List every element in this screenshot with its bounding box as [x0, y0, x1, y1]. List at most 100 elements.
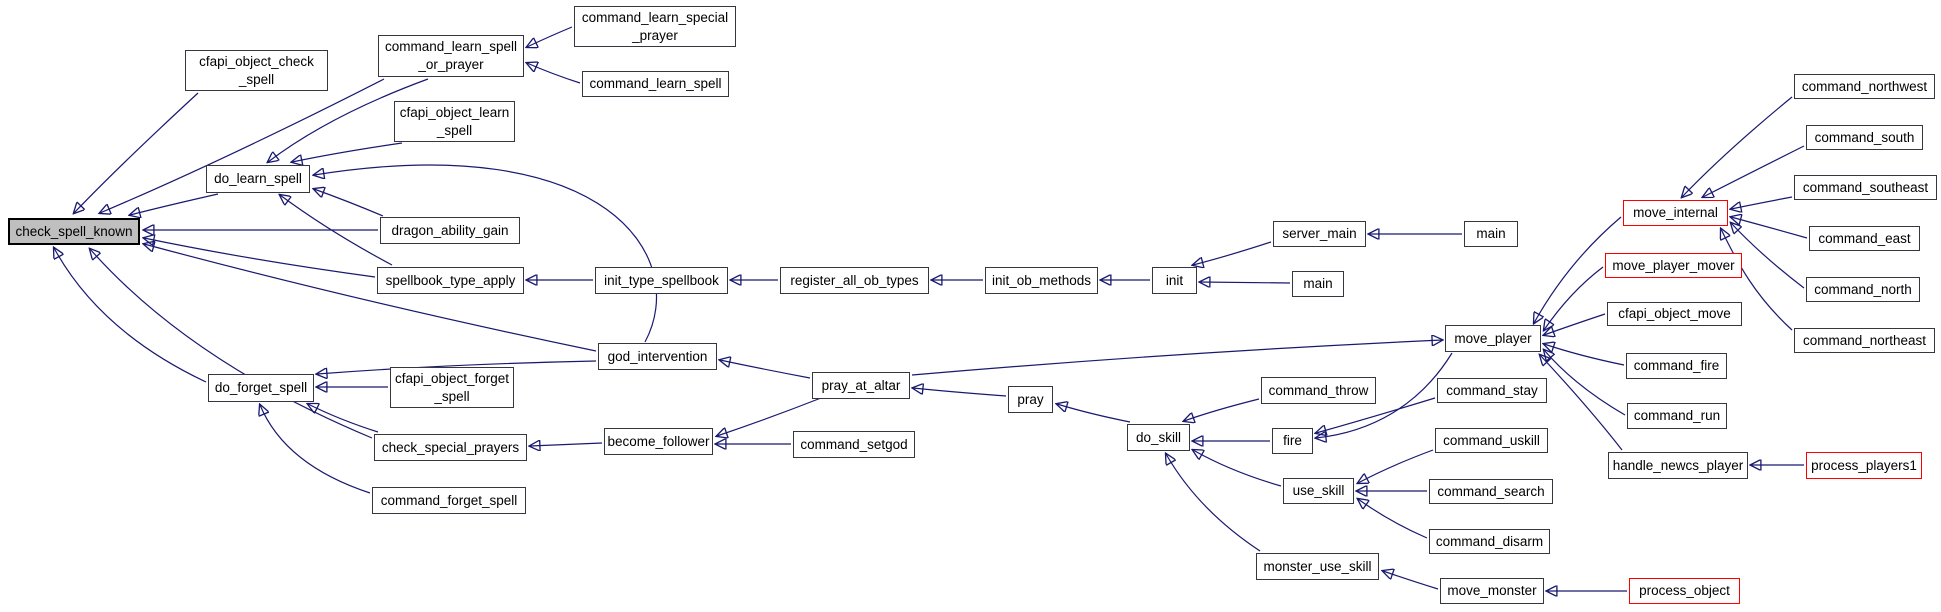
- edge-command_learn_spell_or_prayer-do_learn_spell: [268, 78, 429, 162]
- node-label: command_disarm: [1435, 533, 1544, 549]
- node-cfapi_object_check_spell[interactable]: cfapi_object_check _spell: [185, 50, 328, 91]
- node-command_fire[interactable]: command_fire: [1626, 353, 1727, 379]
- node-server_main[interactable]: server_main: [1273, 221, 1366, 247]
- node-command_learn_spell[interactable]: command_learn_spell: [582, 71, 729, 97]
- edge-command_northeast-move_internal: [1721, 229, 1793, 331]
- node-command_disarm[interactable]: command_disarm: [1429, 529, 1550, 554]
- node-main-1[interactable]: main: [1464, 221, 1518, 247]
- node-label: command_uskill: [1443, 432, 1540, 448]
- edge-command_stay-fire: [1316, 397, 1436, 433]
- node-command_forget_spell[interactable]: command_forget_spell: [372, 487, 526, 514]
- edge-cfapi_object_learn_spell-do_learn_spell: [292, 142, 403, 162]
- edge-do_forget_spell-check_spell_known: [54, 248, 207, 383]
- node-init[interactable]: init: [1152, 267, 1197, 294]
- edge-move_internal-move_player: [1534, 216, 1622, 323]
- node-label: server_main: [1282, 226, 1357, 242]
- edge-dragon_ability_gain-do_learn_spell: [314, 189, 384, 217]
- edge-command_east-move_internal: [1731, 217, 1808, 239]
- node-label: command_search: [1437, 483, 1545, 499]
- node-do_learn_spell[interactable]: do_learn_spell: [206, 165, 310, 193]
- node-move_monster[interactable]: move_monster: [1440, 578, 1544, 604]
- node-label: cfapi_object_check _spell: [199, 53, 314, 87]
- node-process_players1[interactable]: process_players1: [1806, 452, 1922, 479]
- node-label: do_learn_spell: [214, 171, 302, 187]
- edge-command_throw-do_skill: [1184, 398, 1260, 421]
- edge-command_forget_spell-do_forget_spell: [260, 405, 371, 494]
- node-cfapi_object_move[interactable]: cfapi_object_move: [1607, 302, 1742, 326]
- node-label: main: [1476, 226, 1506, 242]
- node-move_player[interactable]: move_player: [1445, 325, 1541, 352]
- edge-pray_at_altar-god_intervention: [720, 360, 811, 379]
- node-label: command_stay: [1446, 382, 1538, 398]
- node-command_learn_spell_or_prayer[interactable]: command_learn_spell _or_prayer: [378, 35, 524, 77]
- node-command_setgod[interactable]: command_setgod: [793, 431, 915, 458]
- node-handle_newcs_player[interactable]: handle_newcs_player: [1608, 452, 1748, 479]
- node-label: use_skill: [1292, 483, 1345, 499]
- edge-move_player_mover-move_player: [1544, 266, 1604, 330]
- node-command_southeast[interactable]: command_southeast: [1794, 175, 1937, 200]
- node-do_skill[interactable]: do_skill: [1127, 424, 1190, 451]
- node-dragon_ability_gain[interactable]: dragon_ability_gain: [380, 217, 520, 244]
- node-label: command_throw: [1268, 382, 1369, 398]
- node-command_northeast[interactable]: command_northeast: [1794, 328, 1935, 353]
- node-god_intervention[interactable]: god_intervention: [598, 343, 717, 370]
- node-command_throw[interactable]: command_throw: [1261, 377, 1376, 404]
- edge-command_southeast-move_internal: [1731, 196, 1793, 209]
- edge-pray-pray_at_altar: [913, 388, 1007, 397]
- node-register_all_ob_types[interactable]: register_all_ob_types: [780, 267, 929, 294]
- node-cfapi_object_learn_spell[interactable]: cfapi_object_learn _spell: [394, 101, 515, 142]
- node-label: move_monster: [1447, 583, 1537, 599]
- node-check_special_prayers[interactable]: check_special_prayers: [374, 434, 527, 461]
- edge-command_disarm-use_skill: [1358, 499, 1428, 539]
- node-do_forget_spell[interactable]: do_forget_spell: [208, 374, 314, 402]
- node-label: become_follower: [607, 433, 710, 449]
- node-monster_use_skill[interactable]: monster_use_skill: [1256, 553, 1379, 580]
- node-command_learn_special_prayer[interactable]: command_learn_special _prayer: [574, 6, 736, 47]
- node-label: process_object: [1639, 583, 1730, 599]
- node-init_ob_methods[interactable]: init_ob_methods: [985, 267, 1098, 294]
- node-label: command_learn_spell _or_prayer: [384, 39, 518, 72]
- node-label: process_players1: [1811, 457, 1917, 473]
- edge-do_learn_spell-check_spell_known: [130, 193, 219, 215]
- node-process_object[interactable]: process_object: [1629, 578, 1740, 604]
- node-command_run[interactable]: command_run: [1627, 403, 1727, 429]
- node-command_east[interactable]: command_east: [1809, 226, 1920, 251]
- edge-do_skill-pray: [1057, 404, 1131, 423]
- node-cfapi_object_forget_spell[interactable]: cfapi_object_forget _spell: [390, 367, 514, 408]
- node-pray_at_altar[interactable]: pray_at_altar: [812, 372, 910, 399]
- node-main-2[interactable]: main: [1292, 271, 1344, 297]
- edge-god_intervention-do_forget_spell: [317, 360, 597, 374]
- edge-check_special_prayers-check_spell_known: [90, 249, 373, 439]
- node-label: do_skill: [1135, 429, 1182, 445]
- node-label: init_type_spellbook: [604, 272, 719, 288]
- node-move_player_mover[interactable]: move_player_mover: [1605, 253, 1742, 278]
- node-spellbook_type_apply[interactable]: spellbook_type_apply: [377, 267, 524, 294]
- node-command_south[interactable]: command_south: [1806, 125, 1923, 150]
- node-pray[interactable]: pray: [1008, 386, 1053, 413]
- edge-command_learn_spell-command_learn_spell_or_prayer: [527, 63, 581, 84]
- node-label: command_east: [1818, 230, 1911, 246]
- node-fire[interactable]: fire: [1272, 428, 1313, 454]
- node-move_internal[interactable]: move_internal: [1623, 200, 1728, 226]
- node-label: command_northwest: [1801, 78, 1928, 94]
- edge-cfapi_object_check_spell-check_spell_known: [74, 92, 199, 213]
- edge-main_2-init: [1200, 282, 1291, 283]
- node-init_type_spellbook[interactable]: init_type_spellbook: [595, 267, 728, 294]
- node-use_skill[interactable]: use_skill: [1283, 478, 1354, 504]
- node-command_north[interactable]: command_north: [1806, 277, 1920, 302]
- edge-server_main-init: [1193, 241, 1272, 265]
- node-become_follower[interactable]: become_follower: [604, 428, 713, 455]
- node-command_northwest[interactable]: command_northwest: [1794, 74, 1935, 99]
- edge-move_player-fire: [1316, 352, 1453, 438]
- node-command_stay[interactable]: command_stay: [1437, 378, 1547, 403]
- edge-command_north-move_internal: [1731, 223, 1805, 289]
- node-label: monster_use_skill: [1263, 558, 1372, 574]
- edge-god_intervention-do_learn_spell: [314, 164, 658, 343]
- node-command_uskill[interactable]: command_uskill: [1435, 428, 1548, 453]
- node-command_search[interactable]: command_search: [1429, 479, 1553, 504]
- node-label: spellbook_type_apply: [385, 272, 516, 288]
- node-label: cfapi_object_learn _spell: [399, 104, 510, 138]
- node-label: init: [1165, 272, 1184, 288]
